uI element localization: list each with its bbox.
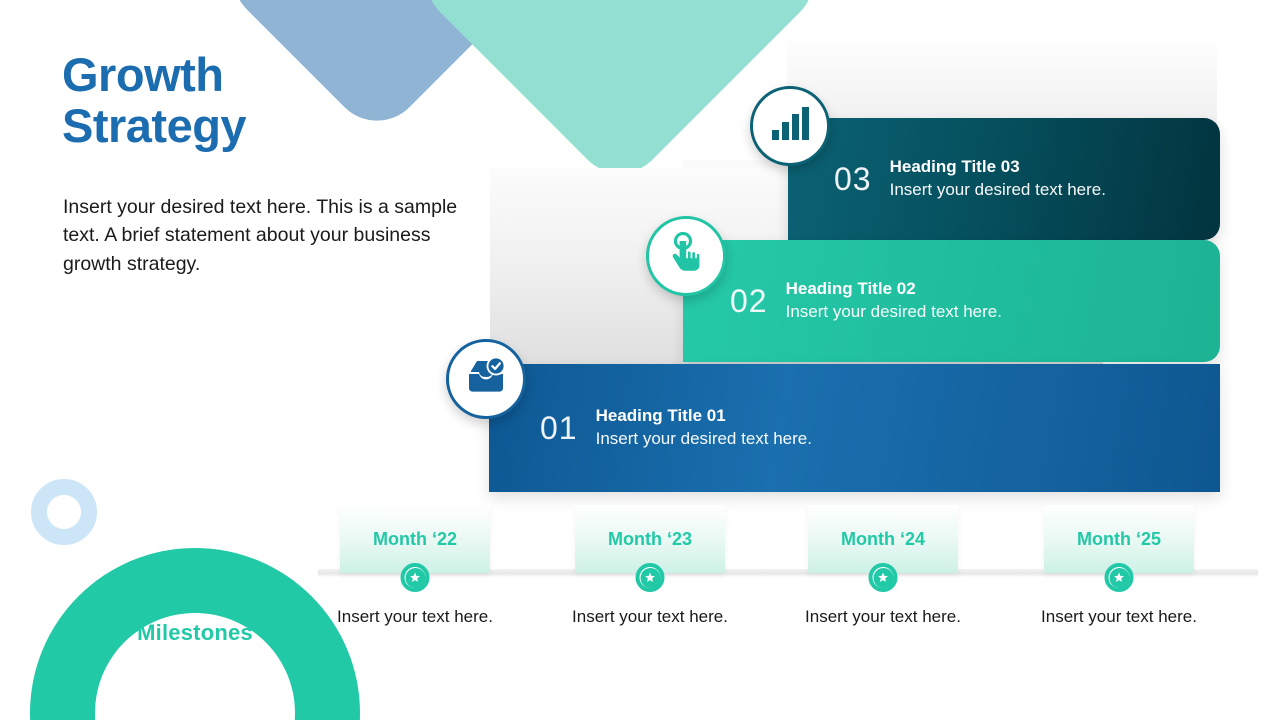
milestone-period: Month ‘22 [340, 505, 490, 573]
step-panel-01[interactable]: 01 Heading Title 01 Insert your desired … [489, 364, 1220, 492]
milestone-item[interactable]: Month ‘24 Insert your text here. [805, 505, 961, 626]
star-icon-dot [873, 567, 893, 588]
milestone-period: Month ‘24 [808, 505, 958, 573]
timeline-baseline [318, 569, 1258, 577]
decorative-small-ring [31, 479, 97, 545]
page-title-line-1: Growth [62, 48, 224, 101]
inbox-check-icon [464, 356, 508, 402]
milestone-description: Insert your text here. [1041, 607, 1197, 626]
page-title-line-2: Strategy [62, 98, 247, 152]
milestone-item[interactable]: Month ‘25 Insert your text here. [1041, 505, 1197, 626]
page-title: Growth Strategy [62, 48, 462, 152]
milestone-period: Month ‘25 [1044, 505, 1194, 573]
star-icon-dot [640, 567, 660, 588]
star-icon-dot [405, 567, 425, 588]
step-title-02: Heading Title 02 [785, 279, 916, 299]
step-panel-02[interactable]: 02 Heading Title 02 Insert your desired … [683, 240, 1220, 362]
step-title-01: Heading Title 01 [595, 406, 726, 426]
step-panel-03[interactable]: 03 Heading Title 03 Insert your desired … [788, 118, 1220, 240]
milestone-description: Insert your text here. [337, 607, 493, 626]
milestone-description: Insert your text here. [572, 607, 728, 626]
milestone-period: Month ‘23 [575, 505, 725, 573]
step-subtitle-02: Insert your desired text here. [785, 301, 1002, 321]
step-number-01: 01 [540, 410, 578, 446]
step-icon-badge-01[interactable] [446, 339, 526, 419]
step-title-03: Heading Title 03 [889, 157, 1020, 177]
step-subtitle-03: Insert your desired text here. [889, 179, 1106, 199]
step-number-03: 03 [834, 161, 872, 197]
step-number-02: 02 [730, 283, 768, 319]
tap-hand-icon [666, 231, 706, 281]
star-icon [1104, 563, 1134, 592]
milestones-label: Milestones [137, 620, 253, 645]
bar-chart-icon [770, 106, 810, 147]
star-icon-dot [1109, 567, 1129, 588]
step-icon-badge-02[interactable] [646, 216, 726, 296]
milestone-item[interactable]: Month ‘22 Insert your text here. [337, 505, 493, 626]
milestone-description: Insert your text here. [805, 607, 961, 626]
intro-paragraph: Insert your desired text here. This is a… [63, 196, 458, 275]
step-icon-badge-03[interactable] [750, 86, 830, 166]
milestone-item[interactable]: Month ‘23 Insert your text here. [572, 505, 728, 626]
step-subtitle-01: Insert your desired text here. [595, 428, 812, 448]
milestones-arc: Milestones [30, 548, 360, 720]
star-icon [868, 563, 898, 592]
star-icon [635, 563, 665, 592]
star-icon [400, 563, 430, 592]
